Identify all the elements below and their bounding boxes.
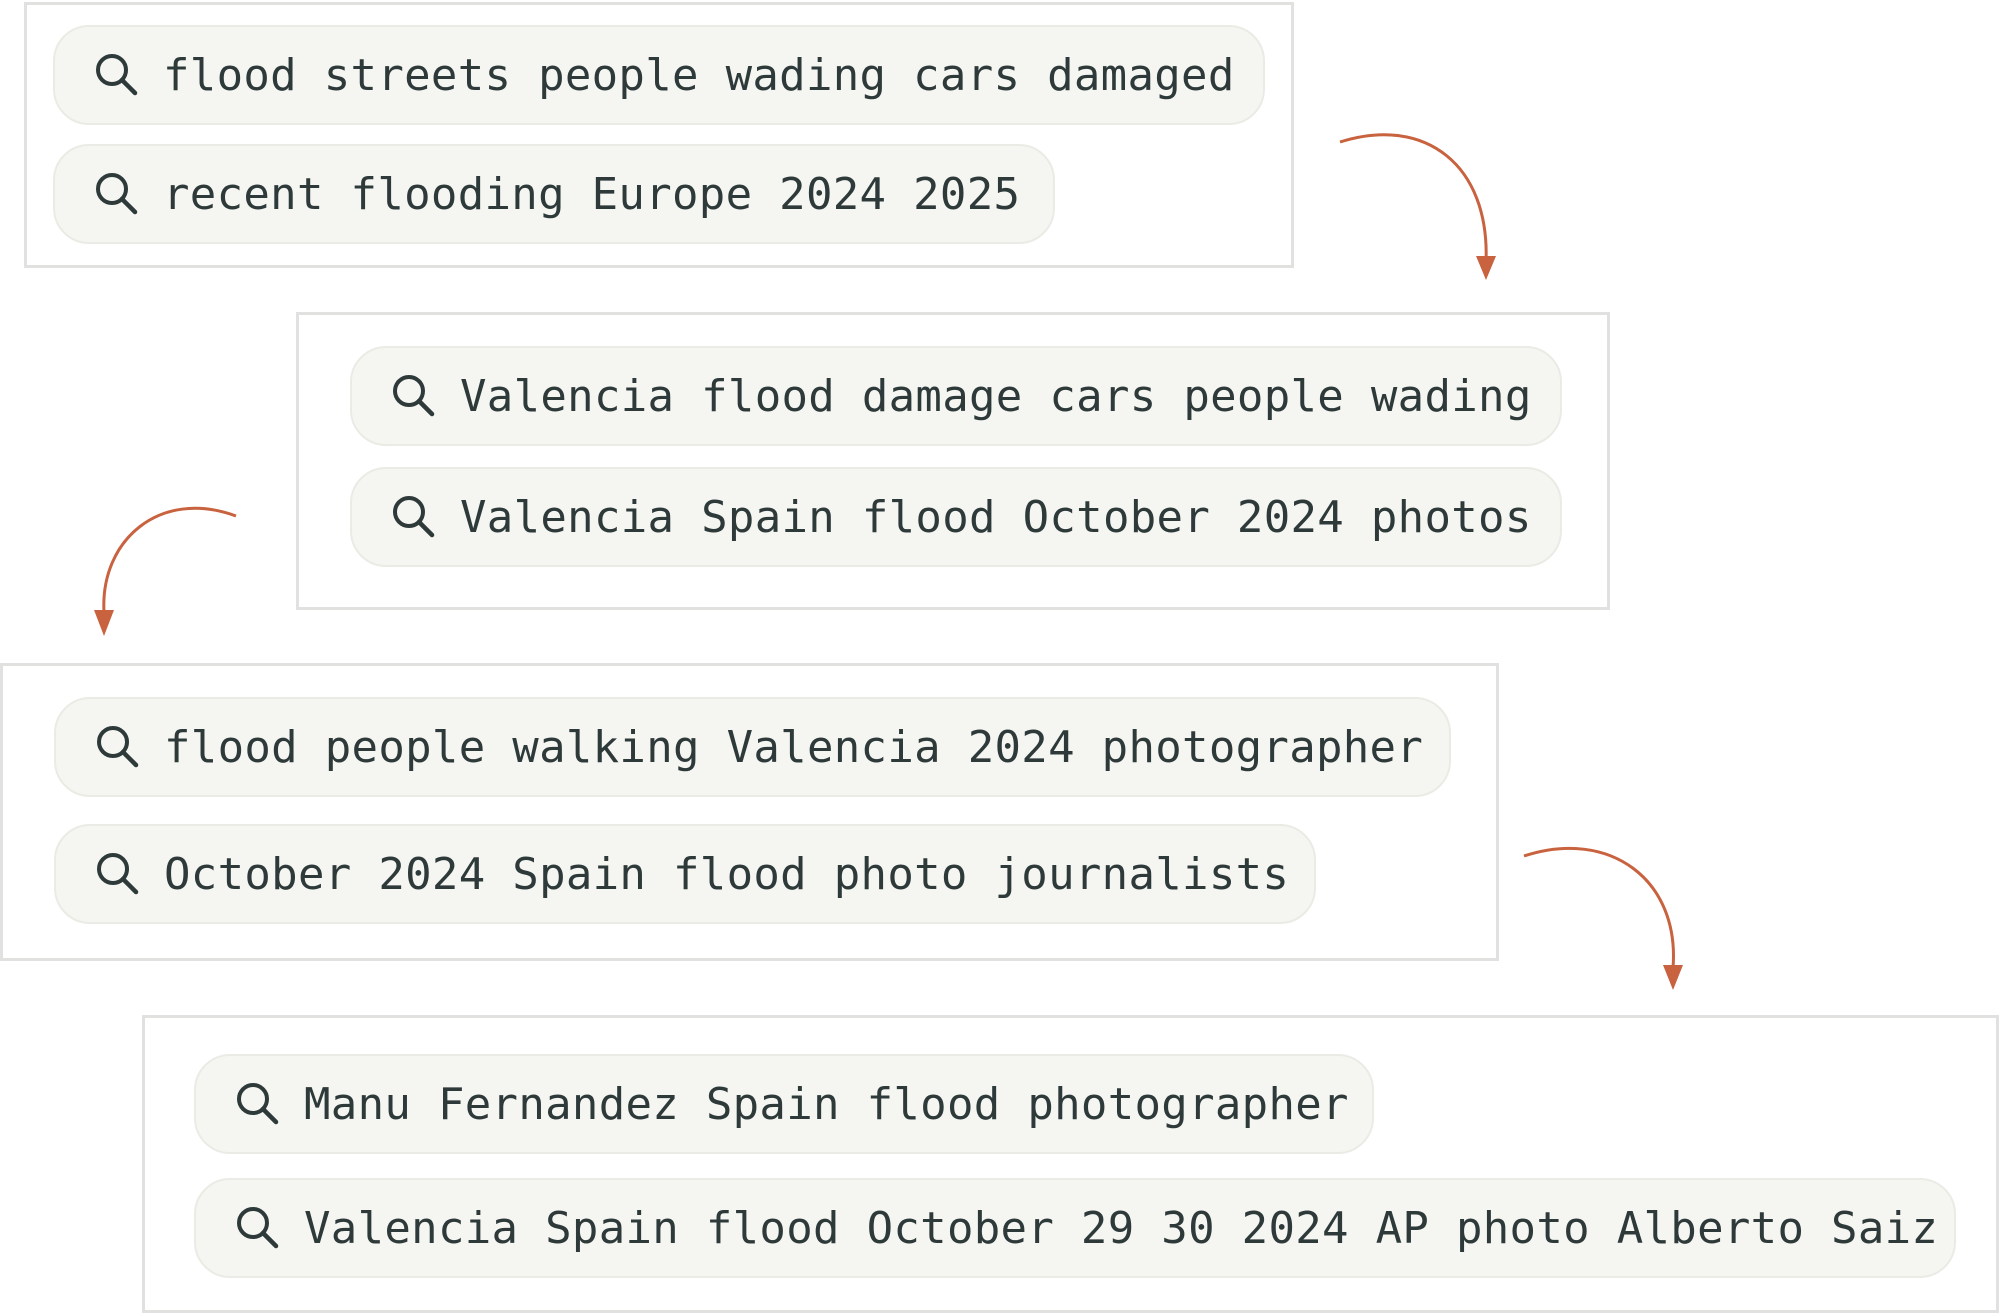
search-query-text: flood streets people wading cars damaged <box>163 49 1235 101</box>
search-query-text: Valencia Spain flood October 29 30 2024 … <box>304 1202 1939 1254</box>
search-icon <box>388 491 440 543</box>
search-query[interactable]: Valencia Spain flood October 2024 photos <box>350 467 1562 567</box>
search-query[interactable]: Manu Fernandez Spain flood photographer <box>194 1054 1374 1154</box>
search-query[interactable]: flood streets people wading cars damaged <box>53 25 1265 125</box>
search-group-1: flood streets people wading cars damaged… <box>24 2 1294 268</box>
search-query[interactable]: flood people walking Valencia 2024 photo… <box>54 697 1451 797</box>
search-icon <box>388 370 440 422</box>
search-query[interactable]: recent flooding Europe 2024 2025 <box>53 144 1055 244</box>
search-query-text: flood people walking Valencia 2024 photo… <box>164 721 1424 773</box>
search-group-4: Manu Fernandez Spain flood photographer … <box>142 1015 1999 1313</box>
search-icon <box>92 848 144 900</box>
search-icon <box>232 1078 284 1130</box>
search-query-text: Valencia Spain flood October 2024 photos <box>460 491 1532 543</box>
search-icon <box>91 168 143 220</box>
search-group-2: Valencia flood damage cars people wading… <box>296 312 1610 610</box>
search-icon <box>232 1202 284 1254</box>
search-icon <box>91 49 143 101</box>
search-query[interactable]: Valencia Spain flood October 29 30 2024 … <box>194 1178 1956 1278</box>
arrow-2-to-3 <box>94 506 237 636</box>
search-query[interactable]: October 2024 Spain flood photo journalis… <box>54 824 1316 924</box>
search-query-text: October 2024 Spain flood photo journalis… <box>164 848 1290 900</box>
search-query[interactable]: Valencia flood damage cars people wading <box>350 346 1562 446</box>
arrow-3-to-4 <box>1523 846 1683 990</box>
search-query-text: Manu Fernandez Spain flood photographer <box>304 1078 1349 1130</box>
search-query-text: Valencia flood damage cars people wading <box>460 370 1532 422</box>
search-group-3: flood people walking Valencia 2024 photo… <box>0 663 1499 961</box>
arrow-1-to-2 <box>1339 133 1496 280</box>
search-query-text: recent flooding Europe 2024 2025 <box>163 168 1021 220</box>
search-icon <box>92 721 144 773</box>
